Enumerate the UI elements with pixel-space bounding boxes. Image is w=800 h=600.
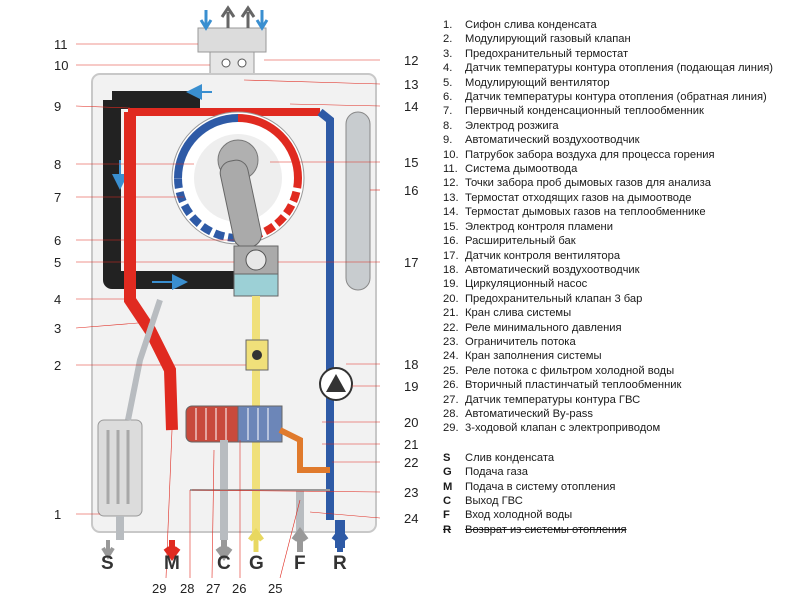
legend-item: 7.Первичный конденсационный теплообменни… xyxy=(443,105,704,118)
legend-item: 20.Предохранительный клапан 3 бар xyxy=(443,292,643,305)
callout-19: 19 xyxy=(404,379,418,394)
callout-14: 14 xyxy=(404,99,418,114)
legend-item: 24.Кран заполнения системы xyxy=(443,350,602,363)
modulating-fan xyxy=(233,245,279,297)
arrow-down-icon xyxy=(215,540,233,561)
legend-item: 6.Датчик температуры контура отопления (… xyxy=(443,91,767,104)
callout-9: 9 xyxy=(54,99,61,114)
connection-label-f: F xyxy=(294,553,306,574)
connection-label-c: C xyxy=(217,553,231,574)
callout-17: 17 xyxy=(404,255,418,270)
legend-item: 3.Предохранительный термостат xyxy=(443,47,629,60)
callout-22: 22 xyxy=(404,455,418,470)
callout-10: 10 xyxy=(54,58,68,73)
callout-29: 29 xyxy=(152,581,166,596)
legend-item: 29.3-ходовой клапан с электроприводом xyxy=(443,422,661,435)
callout-7: 7 xyxy=(54,190,61,205)
callout-20: 20 xyxy=(404,415,418,430)
flue-outlet xyxy=(197,5,269,75)
legend-item: 17.Датчик контроля вентилятора xyxy=(443,249,621,262)
callout-3: 3 xyxy=(54,321,61,336)
legend-item: 10.Патрубок забора воздуха для процесса … xyxy=(443,148,715,161)
boiler-diagram: 11 10 9 8 7 6 5 4 3 2 1 12 13 14 15 16 1… xyxy=(54,5,418,596)
left-leader-lines xyxy=(75,43,246,515)
right-leader-lines xyxy=(191,59,381,519)
legend-item: 13.Термостат отходящих газов на дымоотво… xyxy=(443,191,692,204)
connection-label-r: R xyxy=(333,553,347,574)
legend-item: 21.Кран слива системы xyxy=(443,307,572,320)
arrow-up-icon xyxy=(291,527,309,552)
legend-item: 16.Расширительный бак xyxy=(443,235,576,248)
legend-item: 12.Точки забора проб дымовых газов для а… xyxy=(443,177,711,190)
component-legend: 1.Сифон слива конденсата 2.Модулирующий … xyxy=(443,18,795,537)
legend-item: 2.Модулирующий газовый клапан xyxy=(443,33,631,46)
connection-label-s: S xyxy=(101,553,114,574)
condensate-siphon xyxy=(97,419,143,517)
legend-item: 8.Электрод розжига xyxy=(443,119,559,132)
exhaust-arrow-icon xyxy=(220,5,236,28)
callout-13: 13 xyxy=(404,77,418,92)
legend-item: 1.Сифон слива конденсата xyxy=(443,19,597,31)
callout-8: 8 xyxy=(54,157,61,172)
callout-26: 26 xyxy=(232,581,246,596)
callout-4: 4 xyxy=(54,292,61,307)
legend-item: 9.Автоматический воздухоотводчик xyxy=(443,134,640,147)
air-intake-arrow-icon xyxy=(199,10,213,31)
legend-item: 28.Автоматический By-pass xyxy=(443,407,593,420)
arrow-up-icon xyxy=(248,527,264,552)
air-duct xyxy=(103,91,234,289)
callout-24: 24 xyxy=(404,511,418,526)
callout-21: 21 xyxy=(404,437,418,452)
callout-16: 16 xyxy=(404,183,418,198)
connection-label-g: G xyxy=(249,553,264,574)
primary-heat-exchanger xyxy=(171,111,305,249)
legend-item: 19.Циркуляционный насос xyxy=(443,278,588,291)
legend-item: 22.Реле минимального давления xyxy=(443,321,622,334)
dhw-hot-pipe xyxy=(278,427,330,473)
exhaust-arrow-icon xyxy=(240,5,256,28)
legend-item: 23.Ограничитель потока xyxy=(443,335,576,348)
legend-item: 5.Модулирующий вентилятор xyxy=(443,76,610,89)
legend-item: 27.Датчик температуры контура ГВС xyxy=(443,393,641,406)
legend-item: 18.Автоматический воздухоотводчик xyxy=(443,263,640,276)
legend-item: 4.Датчик температуры контура отопления (… xyxy=(443,62,774,75)
callout-1: 1 xyxy=(54,507,61,522)
callout-25: 25 xyxy=(268,581,282,596)
arrow-down-icon xyxy=(101,540,115,560)
connection-label-m: M xyxy=(164,553,180,574)
arrow-down-icon xyxy=(163,540,181,561)
callout-18: 18 xyxy=(404,357,418,372)
legend-item: 14.Термостат дымовых газов на теплообмен… xyxy=(443,206,706,219)
boiler-casing xyxy=(91,73,377,533)
legend-item: 26.Вторичный пластинчатый теплообменник xyxy=(443,379,682,392)
legend-item: 11.Система дымоотвода xyxy=(443,163,578,176)
callout-23: 23 xyxy=(404,485,418,500)
bottom-leader-lines xyxy=(165,429,301,579)
expansion-vessel xyxy=(345,111,371,291)
callout-5: 5 xyxy=(54,255,61,270)
callout-15: 15 xyxy=(404,155,418,170)
air-intake-arrow-icon xyxy=(255,10,269,31)
callout-28: 28 xyxy=(180,581,194,596)
secondary-plate-heat-exchanger xyxy=(185,405,283,443)
callout-6: 6 xyxy=(54,233,61,248)
callout-27: 27 xyxy=(206,581,220,596)
legend-item: 15.Электрод контроля пламени xyxy=(443,220,613,233)
callout-12: 12 xyxy=(404,53,418,68)
arrow-up-icon xyxy=(331,527,349,552)
callout-2: 2 xyxy=(54,358,61,373)
legend-item: 25.Реле потока с фильтром холодной воды xyxy=(443,364,675,377)
connection-arrows xyxy=(101,527,349,561)
circulation-pump xyxy=(319,367,353,401)
callout-11: 11 xyxy=(54,37,68,52)
